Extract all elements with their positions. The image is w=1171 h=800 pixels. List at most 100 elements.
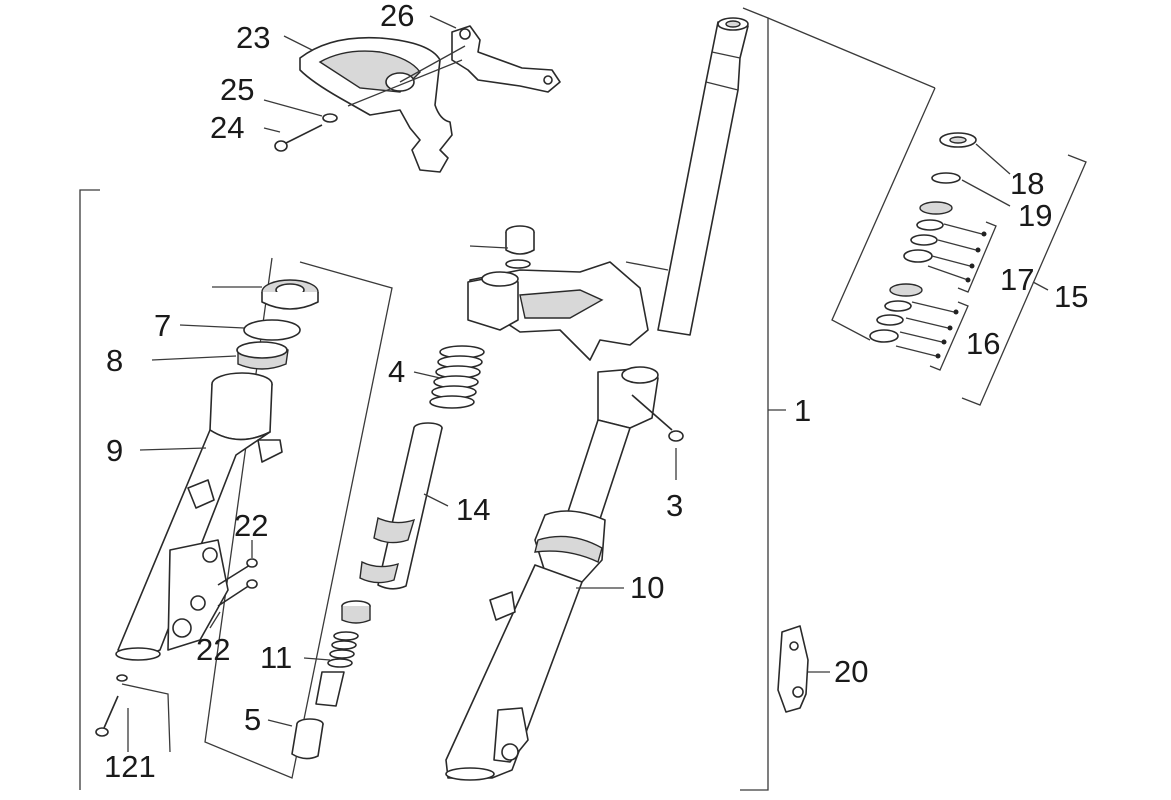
headset-bearing-parts: [869, 132, 1011, 359]
mount-plate-26-hole-2: [543, 75, 553, 85]
dust-seal-cap-body: [261, 292, 319, 310]
callout-17: 17: [1000, 262, 1034, 297]
callout-16: 16: [966, 326, 1000, 361]
steering-tube-ring-1: [711, 51, 741, 59]
upper-bearing-cage: [916, 219, 944, 231]
callout-5: 5: [244, 702, 261, 737]
steering-tube-ring-2: [705, 81, 739, 91]
mount-plate-26-hole: [459, 28, 471, 40]
left-leg-group-bracket: [79, 189, 100, 790]
caliper-mount-hole-1: [202, 547, 218, 563]
callout-22-upper: 22: [234, 508, 268, 543]
callout-26: 26: [380, 0, 414, 33]
group-brackets: [79, 7, 1087, 791]
caliper-mount-hole-2: [190, 595, 206, 611]
caliper-bolt-upper-head: [246, 558, 258, 568]
drain-bolt-washer: [116, 674, 128, 682]
bolt-24-shaft: [283, 124, 323, 145]
leader-17-a: [943, 223, 983, 235]
upper-bearing-ring: [903, 249, 933, 263]
left-slider-tab: [187, 479, 215, 509]
bearing-upper-bracket: [957, 221, 997, 293]
leader-121b: [121, 683, 171, 753]
callout-20: 20: [834, 654, 868, 689]
leader-22b: [209, 611, 221, 629]
lower-cone: [889, 283, 923, 297]
plate-20-body: [777, 625, 809, 713]
leader-7: [179, 324, 245, 329]
damper-assembly: [267, 225, 535, 760]
mount-plate-leader-a: [399, 45, 466, 83]
marker-16-a: [953, 309, 959, 315]
damper-group-bracket: [204, 257, 393, 779]
leader-16-c: [899, 331, 943, 343]
lower-crown-web: [519, 289, 604, 319]
left-fork-leg-assembly: [95, 279, 319, 753]
drain-bolt-shaft: [103, 695, 119, 729]
callout-labels: 1 3 4 5 7 8 9 10 11 14 15 16 17 18 19 20…: [104, 0, 1088, 784]
clamp-bolt-3: [631, 394, 684, 480]
fork-spring-4: [429, 345, 485, 409]
caliper-bolt-upper: [217, 564, 251, 586]
callout-121: 121: [104, 749, 156, 784]
callout-23: 23: [236, 20, 270, 55]
lower-bearing-ring: [869, 329, 899, 343]
main-fork-group-bracket: [740, 7, 769, 791]
leader-23: [283, 35, 313, 51]
axle-hole: [172, 618, 192, 638]
spring-coil-6: [429, 395, 475, 409]
left-slider-upper: [209, 383, 273, 441]
damper-piston-head: [341, 606, 371, 624]
right-fork-stanchion: [565, 419, 631, 526]
upper-cone: [919, 201, 953, 215]
steering-stem-assembly: [445, 17, 749, 781]
rod-spring-coil-1: [333, 631, 359, 641]
fork-cap-oring: [505, 259, 531, 269]
headset-nut-18-hole: [949, 136, 967, 144]
leader-11: [303, 657, 331, 661]
fork-top-cap-body: [505, 232, 535, 255]
oil-seal-8-top: [236, 341, 288, 359]
steering-tube: [657, 21, 749, 336]
washer-25: [322, 113, 338, 123]
headset-group-leader: [1032, 281, 1049, 291]
clamp-bolt-head: [668, 430, 684, 442]
leader-4: [413, 371, 441, 379]
leader-16-a: [911, 301, 955, 313]
rod-spring-coil-2: [331, 640, 357, 650]
right-clamp-bore: [621, 366, 659, 384]
handlebar-bracket-assembly: [263, 15, 561, 173]
callout-18: 18: [1010, 166, 1044, 201]
plate-20-hole-1: [789, 641, 799, 651]
callout-8: 8: [106, 343, 123, 378]
marker-16-d: [935, 353, 941, 359]
leader-16-d: [895, 345, 937, 357]
bearing-lower-bracket: [929, 301, 969, 371]
marker-17-c: [969, 263, 975, 269]
bolt-24-head: [274, 140, 288, 152]
caliper-bolt-lower-head: [246, 579, 258, 589]
damper-rod-spring: [327, 631, 359, 668]
mount-plate-26: [451, 25, 561, 93]
marker-17-d: [965, 277, 971, 283]
marker-16-b: [947, 325, 953, 331]
leader-17-b: [937, 239, 977, 251]
callout-7: 7: [154, 308, 171, 343]
leader-9: [139, 447, 207, 451]
leader-24: [263, 127, 281, 133]
lock-washer-19: [931, 172, 961, 184]
callout-1: 1: [794, 393, 811, 428]
leader-19: [961, 179, 1011, 207]
drain-bolt-head: [95, 727, 109, 737]
main-fork-top-line: [767, 17, 936, 89]
damper-tube-band-2: [359, 560, 399, 584]
leader-18: [975, 143, 1011, 175]
right-fork-axle-hole: [501, 743, 519, 761]
callout-19: 19: [1018, 198, 1052, 233]
callout-22-lower: 22: [196, 632, 230, 667]
callout-14: 14: [456, 492, 490, 527]
retaining-ring-7: [243, 319, 301, 341]
right-fork-bottom: [445, 767, 495, 781]
mount-plate-leader-b: [347, 59, 463, 107]
